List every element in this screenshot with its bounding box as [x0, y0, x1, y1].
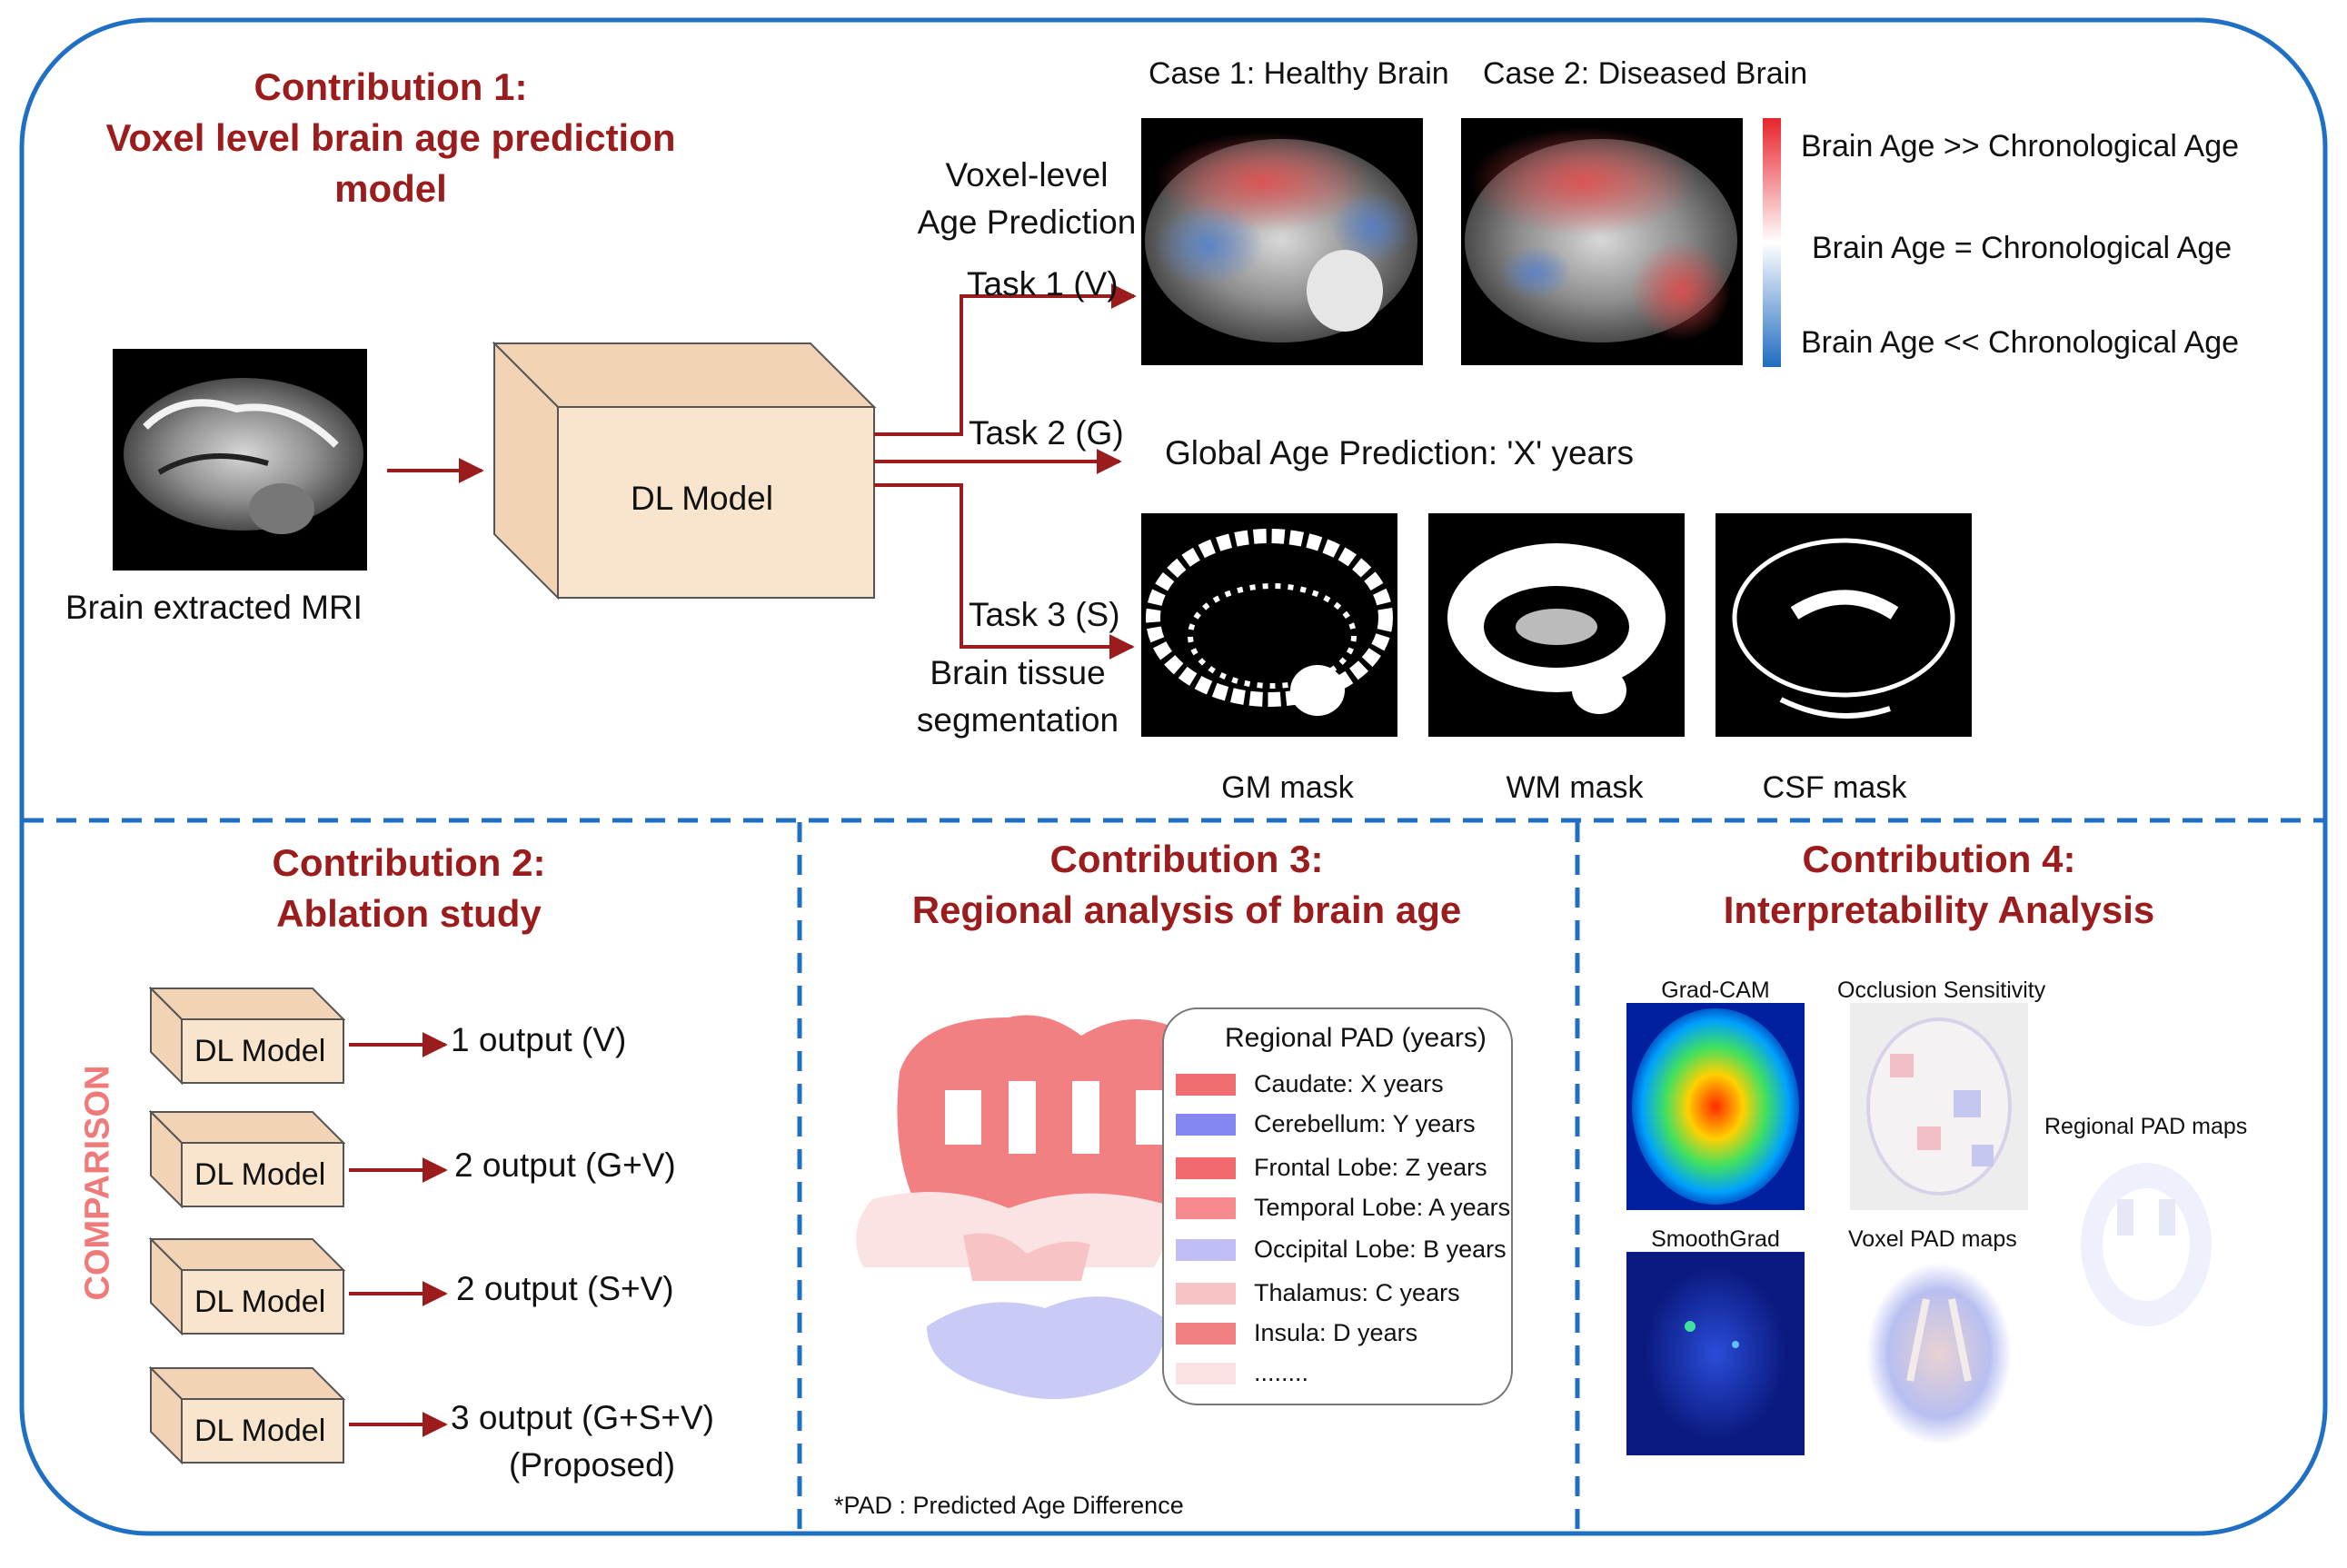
- contribution3-title-line1: Contribution 3:: [1049, 838, 1324, 880]
- task1-label: Task 1 (V): [967, 265, 1119, 303]
- contribution4-title-line1: Contribution 4:: [1802, 838, 2076, 880]
- case2-label: Case 2: Diseased Brain: [1483, 56, 1808, 91]
- legend-swatch-cerebellum: [1176, 1114, 1236, 1136]
- occlusion-label: Occlusion Sensitivity: [1837, 978, 2046, 1003]
- color-scale-bar: [1763, 118, 1781, 367]
- legend-label-temporal-lobe: Temporal Lobe: A years: [1254, 1194, 1511, 1221]
- ablation-output-2: 2 output (G+V): [454, 1146, 676, 1184]
- smoothgrad-image: [1626, 1252, 1805, 1455]
- legend-swatch-frontal-lobe: [1176, 1157, 1236, 1179]
- legend-label-insula: Insula: D years: [1254, 1319, 1418, 1346]
- ablation-model-label-1: DL Model: [194, 1034, 326, 1068]
- regional-pad-map-image: [2081, 1163, 2212, 1326]
- wm-mask-image: [1428, 513, 1685, 737]
- ablation-model-label-4: DL Model: [194, 1414, 326, 1448]
- input-mri-label: Brain extracted MRI: [65, 589, 363, 626]
- pad-footnote: *PAD : Predicted Age Difference: [834, 1492, 1184, 1519]
- regional-pad-maps-label: Regional PAD maps: [2044, 1114, 2248, 1139]
- ablation-box-1: [148, 986, 346, 1086]
- gradcam-image: [1626, 1003, 1805, 1210]
- voxel-pad-map-image: [1850, 1252, 2028, 1455]
- input-mri-image: [113, 349, 367, 571]
- scale-low-label: Brain Age << Chronological Age: [1801, 325, 2240, 360]
- ablation-output-4: 3 output (G+S+V): [451, 1399, 715, 1436]
- legend-swatch-more: [1176, 1363, 1236, 1384]
- ablation-model-label-2: DL Model: [194, 1157, 326, 1192]
- ablation-box-2: [148, 1109, 346, 1209]
- segmentation-line1: Brain tissue: [930, 654, 1106, 691]
- gm-mask-label: GM mask: [1221, 770, 1354, 805]
- task3-label: Task 3 (S): [969, 596, 1120, 633]
- case1-heatmap-image: [1141, 118, 1423, 365]
- ablation-box-3: [148, 1236, 346, 1336]
- legend-swatch-temporal-lobe: [1176, 1197, 1236, 1219]
- gradcam-label: Grad-CAM: [1661, 978, 1770, 1003]
- contribution1-title-line2: Voxel level brain age prediction: [105, 116, 676, 159]
- smoothgrad-label: SmoothGrad: [1651, 1226, 1780, 1252]
- ablation-output-3: 2 output (S+V): [456, 1270, 674, 1307]
- task1-arrow: [874, 283, 1137, 436]
- ablation-output-1: 1 output (V): [451, 1021, 627, 1058]
- task2-label: Task 2 (G): [969, 414, 1124, 452]
- gm-mask-image: [1141, 513, 1397, 737]
- regional-legend-box: [1162, 1007, 1513, 1405]
- case1-label: Case 1: Healthy Brain: [1149, 56, 1449, 91]
- segmentation-line2: segmentation: [916, 701, 1119, 739]
- voxel-prediction-line1: Voxel-level: [945, 156, 1109, 194]
- outer-frame: [19, 17, 2328, 1536]
- dl-model-box: [492, 341, 877, 600]
- scale-mid-label: Brain Age = Chronological Age: [1812, 231, 2233, 265]
- case2-heatmap-image: [1461, 118, 1743, 365]
- legend-label-more: ........: [1254, 1359, 1309, 1386]
- contribution3-title-line2: Regional analysis of brain age: [911, 888, 1462, 931]
- legend-swatch-occipital-lobe: [1176, 1239, 1236, 1261]
- legend-label-cerebellum: Cerebellum: Y years: [1254, 1110, 1476, 1137]
- comparison-side-label: COMPARISON: [78, 1065, 117, 1301]
- ablation-model-label-3: DL Model: [194, 1285, 326, 1319]
- contribution1-title-line3: model: [334, 167, 447, 210]
- scale-high-label: Brain Age >> Chronological Age: [1801, 129, 2240, 164]
- legend-title: Regional PAD (years): [1225, 1023, 1487, 1053]
- csf-mask-label: CSF mask: [1762, 770, 1907, 805]
- global-prediction-label: Global Age Prediction: 'X' years: [1165, 434, 1634, 471]
- legend-swatch-caudate: [1176, 1074, 1236, 1096]
- contribution1-title-line1: Contribution 1:: [254, 65, 528, 108]
- contribution2-title-line2: Ablation study: [276, 892, 542, 935]
- legend-label-thalamus: Thalamus: C years: [1254, 1279, 1460, 1306]
- voxel-pad-maps-label: Voxel PAD maps: [1848, 1226, 2017, 1252]
- wm-mask-label: WM mask: [1506, 770, 1644, 805]
- legend-swatch-insula: [1176, 1323, 1236, 1345]
- csf-mask-image: [1715, 513, 1972, 737]
- contribution2-title-line1: Contribution 2:: [272, 841, 546, 884]
- occlusion-sensitivity-image: [1850, 1003, 2028, 1210]
- legend-label-frontal-lobe: Frontal Lobe: Z years: [1254, 1154, 1487, 1181]
- voxel-prediction-line2: Age Prediction: [917, 203, 1137, 241]
- contribution4-title-line2: Interpretability Analysis: [1723, 888, 2155, 931]
- dl-model-label: DL Model: [631, 480, 773, 517]
- legend-label-caudate: Caudate: X years: [1254, 1070, 1444, 1097]
- ablation-proposed-note: (Proposed): [509, 1446, 676, 1484]
- ablation-box-4: [148, 1365, 346, 1465]
- legend-swatch-thalamus: [1176, 1283, 1236, 1305]
- legend-label-occipital-lobe: Occipital Lobe: B years: [1254, 1236, 1507, 1263]
- task3-arrow: [874, 483, 1135, 660]
